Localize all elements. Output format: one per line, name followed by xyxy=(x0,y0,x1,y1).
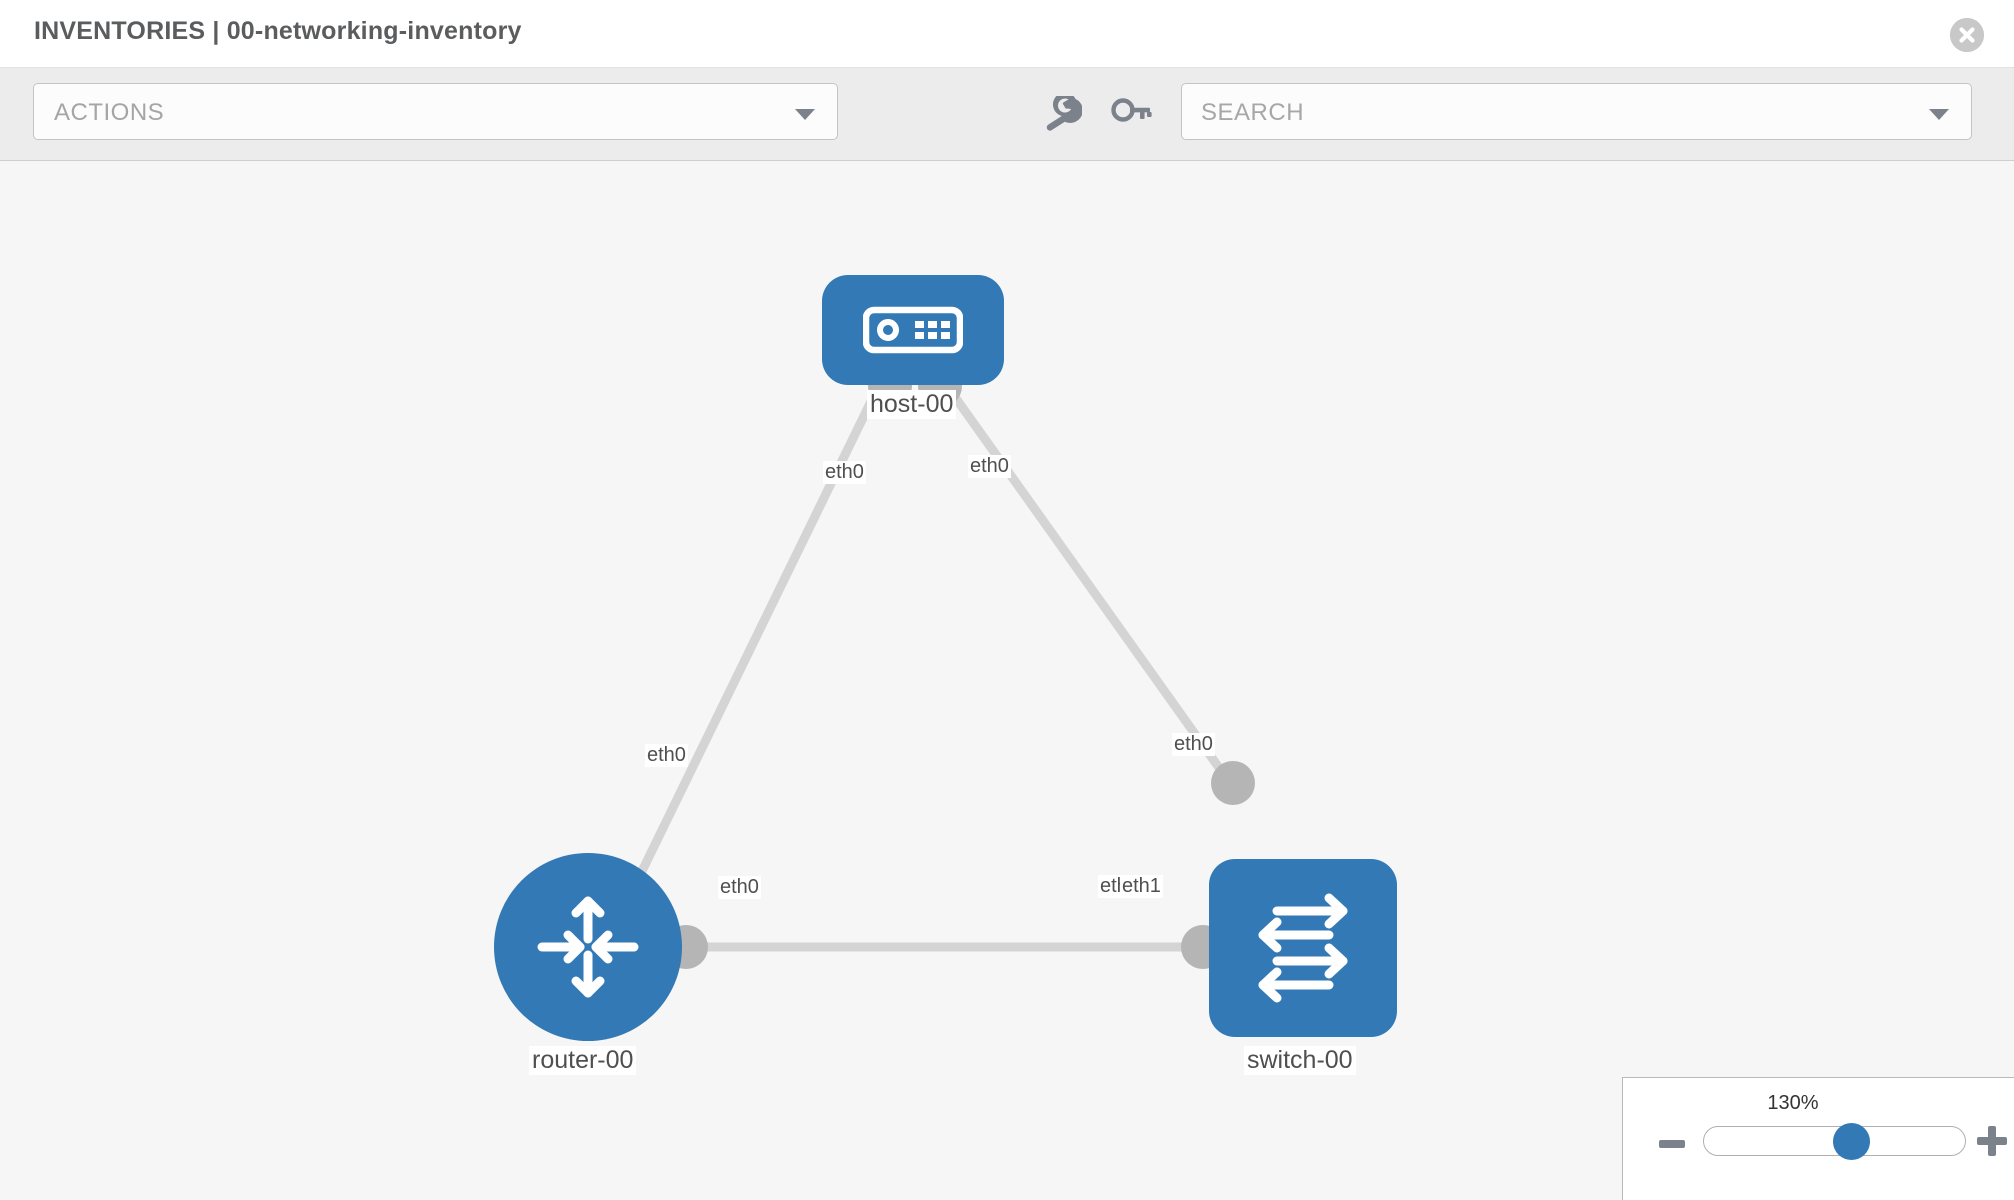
zoom-slider-handle[interactable] xyxy=(1833,1123,1870,1160)
zoom-level-value: 130% xyxy=(1767,1092,1819,1114)
zoom-control-panel: 130% xyxy=(1622,1077,2014,1200)
edge-label-host-switch-near-host: eth0 xyxy=(968,455,1011,478)
edge-label-router-switch-near-router: eth0 xyxy=(718,876,761,899)
plus-icon[interactable] xyxy=(1977,1126,2007,1156)
router-00-shape[interactable] xyxy=(494,853,682,1041)
actions-dropdown[interactable]: ACTIONS xyxy=(33,83,838,140)
edge-label-router-switch-near-switch: eth1 xyxy=(1120,875,1163,898)
minus-icon[interactable] xyxy=(1659,1140,1685,1148)
page-header: INVENTORIES | 00-networking-inventory xyxy=(0,0,2014,68)
router-00-label: router-00 xyxy=(529,1046,637,1075)
host-00-label: host-00 xyxy=(867,390,957,419)
chevron-down-icon xyxy=(795,109,815,120)
close-icon[interactable] xyxy=(1950,18,1984,52)
search-placeholder: SEARCH xyxy=(1201,99,1305,126)
host-00-shape[interactable] xyxy=(822,275,1004,385)
topology-edges xyxy=(620,364,1255,969)
topology-canvas[interactable]: host-00 xyxy=(0,161,2014,1200)
edge-label-host-switch-near-switch: eth0 xyxy=(1172,733,1215,756)
chevron-down-icon[interactable] xyxy=(1929,109,1949,120)
switch-00-shape[interactable] xyxy=(1209,859,1397,1037)
search-input[interactable]: SEARCH xyxy=(1181,83,1972,140)
actions-dropdown-label: ACTIONS xyxy=(54,99,165,126)
zoom-slider[interactable] xyxy=(1703,1123,1966,1160)
switch-00-label: switch-00 xyxy=(1244,1046,1356,1075)
edge-label-host-router-near-host: eth0 xyxy=(823,461,866,484)
key-icon[interactable] xyxy=(1110,96,1152,132)
router-icon xyxy=(537,896,639,998)
page-title: INVENTORIES | 00-networking-inventory xyxy=(34,17,522,45)
wrench-icon[interactable] xyxy=(1040,92,1083,132)
server-icon xyxy=(863,306,963,354)
edge-label-host-router-near-router: eth0 xyxy=(645,744,688,767)
switch-icon xyxy=(1258,893,1348,1003)
